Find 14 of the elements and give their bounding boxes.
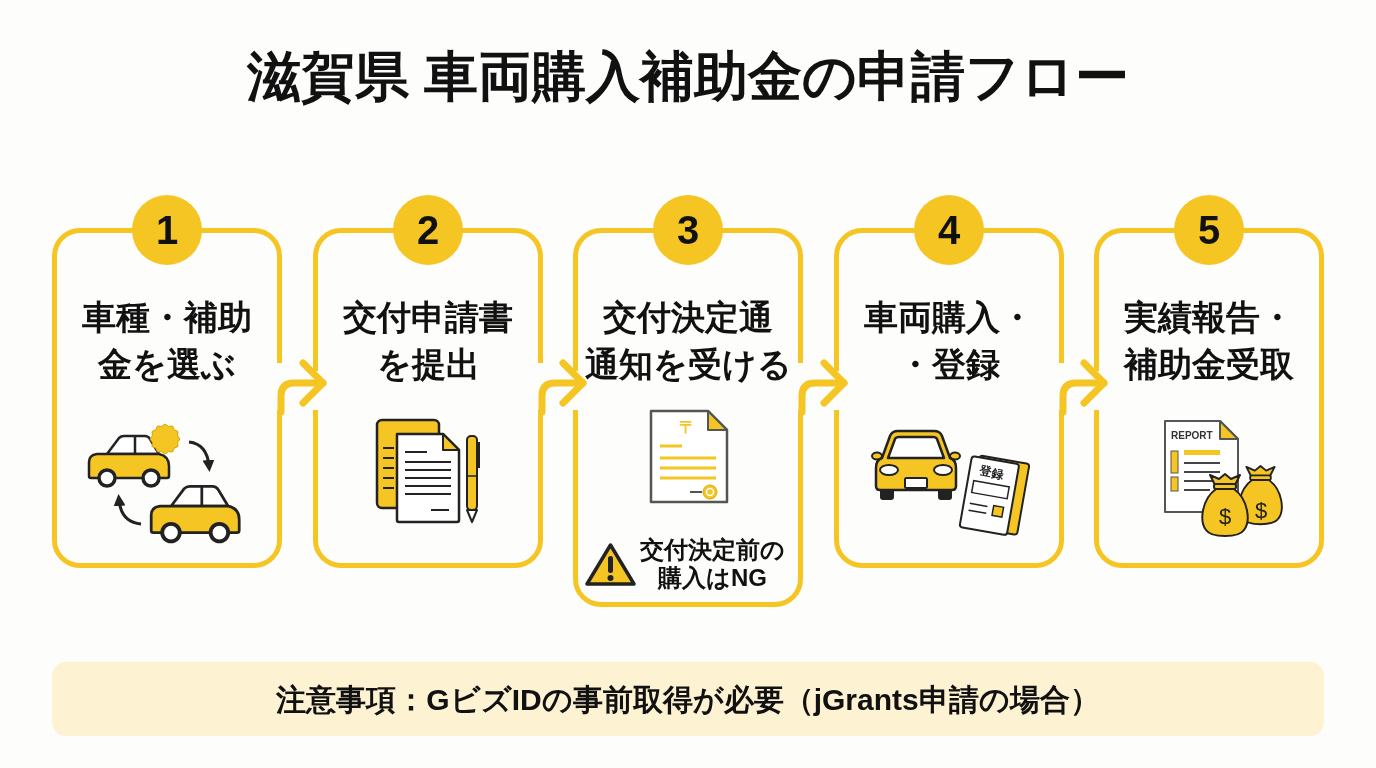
step-title: 実績報告・補助金受取: [1124, 297, 1294, 385]
report-heading: REPORT: [1171, 430, 1213, 441]
dollar-sign: $: [1254, 498, 1268, 523]
warning-note: 交付決定前の購入はNG: [640, 536, 785, 592]
step-title: 交付決定通通知を受ける: [584, 297, 792, 385]
diagram-title: 滋賀県 車両購入補助金の申請フロー: [247, 46, 1129, 106]
step-title: 交付申請書を提出: [343, 297, 513, 385]
step-title: 車両購入・・登録: [864, 297, 1034, 385]
notice-text: 注意事項：GビズIDの事前取得が必要（jGrants申請の場合）: [276, 681, 1100, 718]
step-title: 車種・補助金を選ぶ: [82, 297, 252, 385]
notice-banner: [52, 662, 1324, 736]
dollar-sign: $: [1218, 504, 1232, 529]
postal-mark: 〒: [679, 418, 696, 437]
registration-heading: 登録: [978, 463, 1005, 482]
